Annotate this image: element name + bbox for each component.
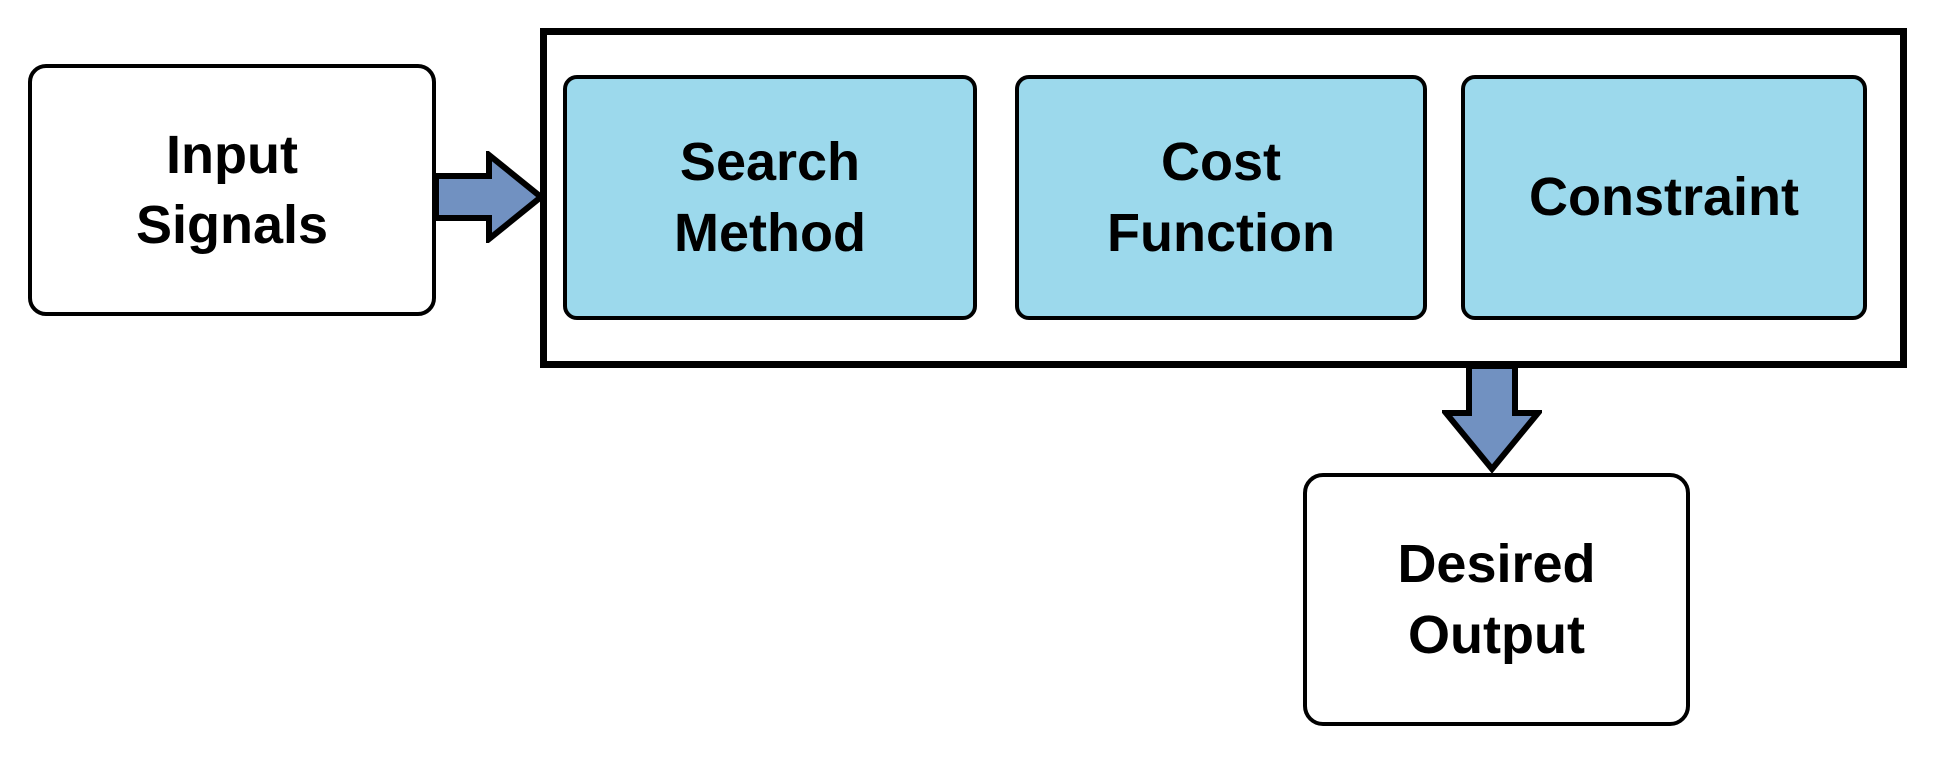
node-constraint: Constraint <box>1461 75 1867 320</box>
node-input-signals: Input Signals <box>28 64 436 316</box>
node-cost-function: Cost Function <box>1015 75 1427 320</box>
arrow-down-icon <box>1442 363 1542 473</box>
arrow-down-shape <box>1442 363 1542 473</box>
node-search-method: Search Method <box>563 75 977 320</box>
arrow-right-shape <box>433 151 545 243</box>
arrow-right-icon <box>433 151 545 243</box>
node-desired-output: Desired Output <box>1303 473 1690 726</box>
